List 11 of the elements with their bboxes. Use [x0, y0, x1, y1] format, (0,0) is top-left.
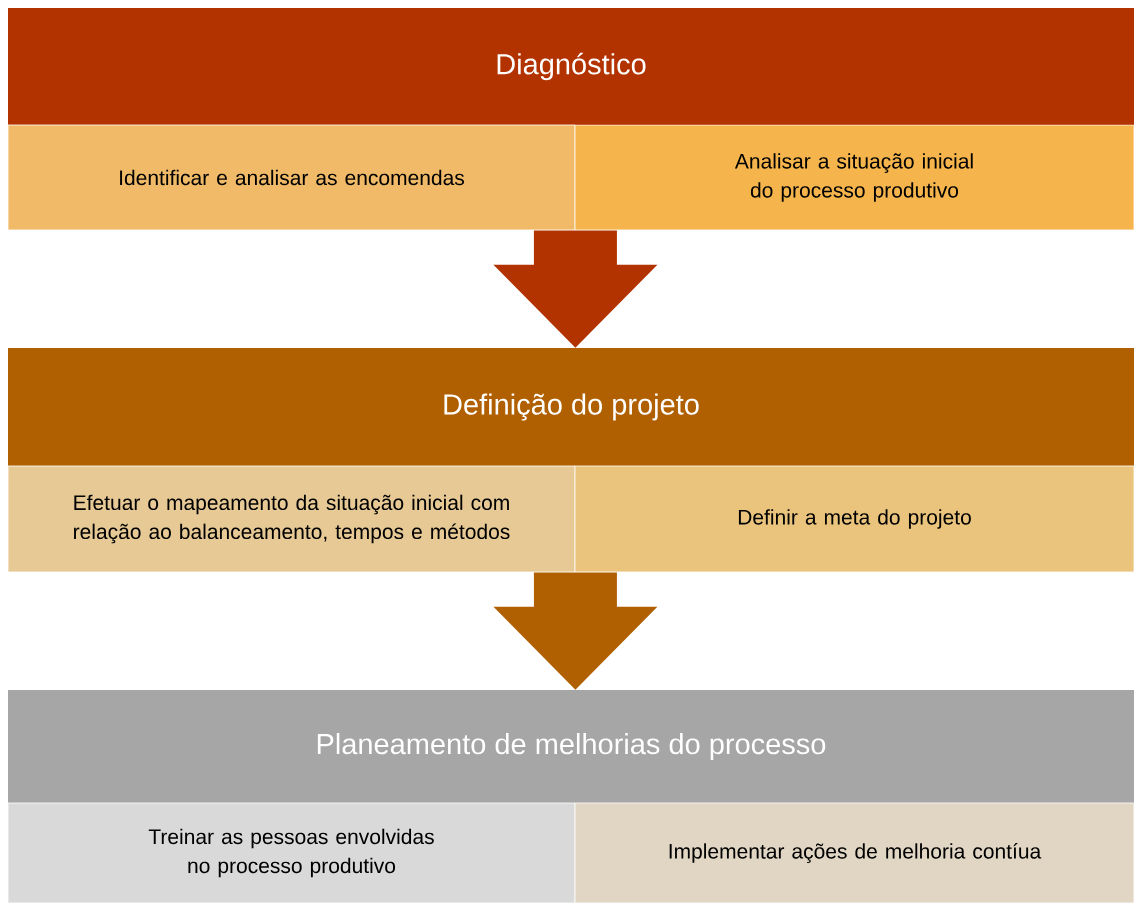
stage-band: Definição do projeto	[8, 348, 1134, 466]
stage-band: Planeamento de melhorias do processo	[8, 690, 1134, 803]
task-box: Analisar a situação inicial do processo produtivo	[574, 124, 1134, 231]
block-arrow	[493, 230, 658, 348]
task-box: Implementar ações de melhoria contíua	[574, 802, 1134, 903]
task-box: Definir a meta do projeto	[574, 465, 1134, 573]
task-box: Treinar as pessoas envolvidas no processo produtivo	[7, 802, 576, 903]
block-arrow	[493, 572, 658, 690]
task-box: Identificar e analisar as encomendas	[7, 124, 576, 231]
task-box: Efetuar o mapeamento da situação inicial com relação ao balanceamento, tempos e métodos	[7, 465, 576, 573]
stage-band: Diagnóstico	[8, 8, 1134, 125]
